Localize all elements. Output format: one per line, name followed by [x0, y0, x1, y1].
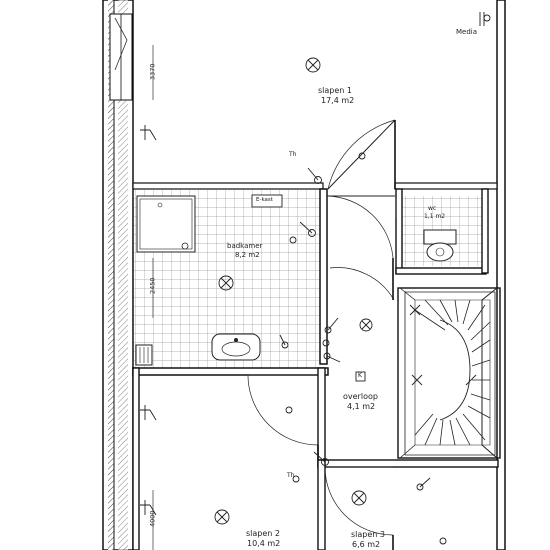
wall-slapen1-bottom — [132, 182, 498, 190]
label-th-lower: Th — [287, 472, 295, 479]
room-area-wc: 1,1 m2 — [424, 213, 446, 220]
exterior-wall-right — [496, 0, 506, 550]
room-name-wc: wc — [428, 205, 437, 212]
room-area-badkamer: 8,2 m2 — [235, 251, 260, 259]
room-name-slapen2: slapen 2 — [246, 529, 280, 538]
door-swing-icon — [247, 119, 397, 536]
staircase-icon — [399, 287, 498, 459]
room-name-slapen3: slapen 3 — [351, 530, 385, 539]
room-area-slapen1: 17,4 m2 — [321, 96, 355, 105]
label-e-kast: E-kast — [256, 197, 273, 203]
window-top-left — [109, 13, 133, 101]
dimension-top-left: 3370 — [148, 63, 157, 81]
dimension-bath-left: 2450 — [148, 277, 157, 295]
shower-icon — [136, 195, 196, 253]
switch-icon — [279, 167, 431, 491]
door-leaves — [317, 120, 396, 550]
toilet-icon — [423, 229, 457, 262]
room-name-overloop: overloop — [343, 392, 378, 401]
label-th-upper: Th — [289, 151, 297, 158]
room-area-slapen2: 10,4 m2 — [247, 539, 281, 548]
socket-icon — [140, 12, 491, 545]
thermostat-icon — [355, 371, 366, 382]
room-name-badkamer: badkamer — [227, 242, 263, 250]
label-media: Media — [456, 28, 478, 36]
ceiling-light-icon — [214, 57, 373, 525]
label-kv: K — [358, 372, 362, 379]
radiator-icon — [135, 344, 153, 366]
wc-walls — [395, 188, 489, 275]
stair-enclosure — [397, 287, 501, 459]
sink-icon — [211, 333, 261, 361]
interior-walls-lower — [132, 367, 499, 550]
room-area-slapen3: 6,6 m2 — [352, 540, 381, 549]
e-kast — [251, 194, 283, 208]
room-area-overloop: 4,1 m2 — [347, 402, 376, 411]
dimension-bottom-left: 4000 — [148, 510, 157, 528]
room-name-slapen1: slapen 1 — [318, 86, 352, 95]
